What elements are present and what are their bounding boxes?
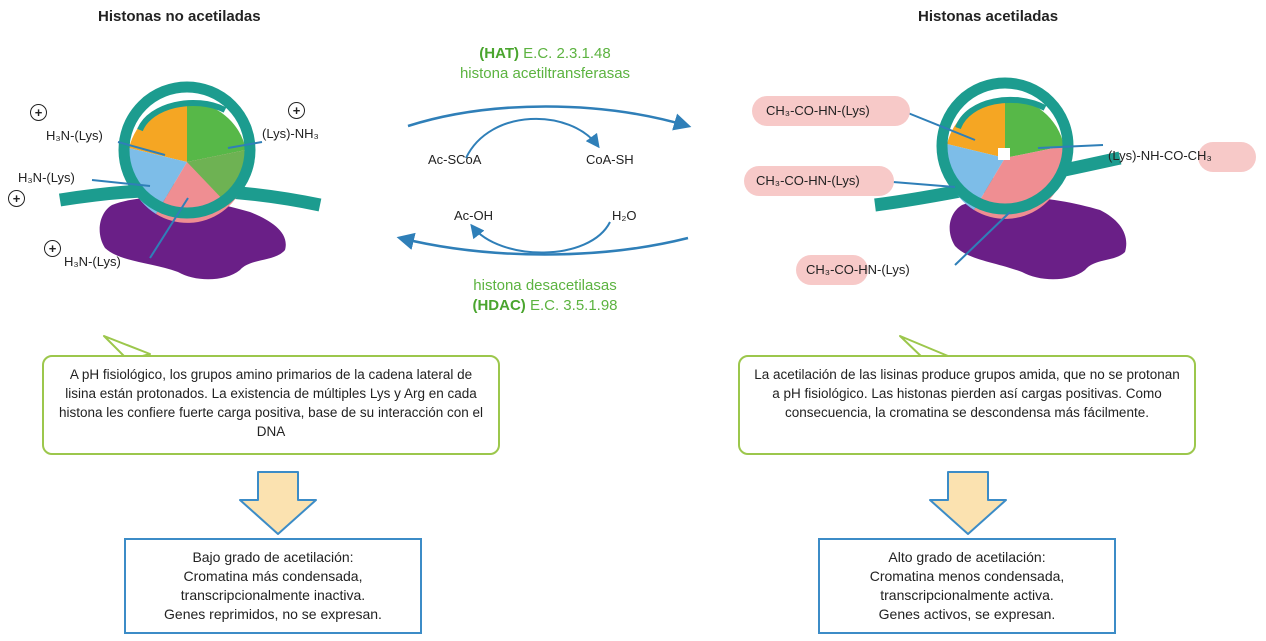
left-dna-blob	[99, 197, 286, 280]
acetyl-lys-label: (Lys)-NH-CO-CH₃	[1108, 148, 1212, 163]
reaction-arrows	[396, 105, 692, 256]
leader-line	[149, 197, 189, 259]
left-dna-loop-inner	[137, 100, 227, 132]
reverse-arrow	[396, 232, 689, 256]
water-label: H₂O	[612, 208, 637, 223]
hat-abbr: (HAT)	[479, 45, 519, 62]
acetyl-coa-label: Ac-SCoA	[428, 152, 482, 167]
leader-line	[91, 179, 151, 187]
left-nucleosome	[58, 81, 322, 280]
result-line: Genes activos, se expresan.	[878, 606, 1056, 622]
hdac-abbr: (HDAC)	[472, 297, 526, 314]
acetate-label: Ac-OH	[454, 208, 493, 223]
left-callout: A pH fisiológico, los grupos amino prima…	[42, 355, 500, 455]
reverse-cofactor-arrow	[470, 221, 611, 254]
result-line: Alto grado de acetilación:	[888, 549, 1046, 565]
right-title: Histonas acetiladas	[918, 8, 1059, 25]
result-line: Cromatina más condensada,	[183, 568, 363, 584]
positive-charge-icon: +	[30, 104, 47, 121]
lys-label: H₃N-(Lys)	[64, 254, 121, 269]
lys-label: (Lys)-NH₃	[262, 126, 319, 141]
hat-name: histona acetiltransferasas	[459, 65, 631, 82]
acetyl-pill	[1198, 142, 1256, 172]
left-down-arrow	[239, 471, 317, 535]
acetyl-lys-label: CH₃-CO-HN-(Lys)	[806, 262, 910, 277]
right-callout: La acetilación de las lisinas produce gr…	[738, 355, 1196, 455]
hat-ec: E.C. 2.3.1.48	[523, 45, 611, 62]
right-result-box: Alto grado de acetilación: Cromatina men…	[818, 538, 1116, 634]
result-line: Cromatina menos condensada,	[869, 568, 1065, 584]
acetyl-pill	[796, 255, 868, 285]
right-dna-loop-inner	[955, 96, 1047, 130]
hat-label: (HAT) E.C. 2.3.1.48 histona acetiltransf…	[395, 44, 695, 84]
left-dna-loop	[118, 81, 256, 219]
left-result-box: Bajo grado de acetilación: Cromatina más…	[124, 538, 422, 634]
positive-charge-icon: +	[8, 190, 25, 207]
result-line: Bajo grado de acetilación:	[192, 549, 354, 565]
left-title: Histonas no acetiladas	[98, 8, 261, 25]
leader-line	[227, 141, 263, 149]
leader-line	[892, 181, 956, 188]
hdac-label: histona desacetilasas (HDAC) E.C. 3.5.1.…	[395, 276, 695, 316]
right-nucleosome	[874, 77, 1127, 280]
hdac-ec: E.C. 3.5.1.98	[529, 297, 618, 314]
result-line: transcripcionalmente activa.	[880, 587, 1054, 603]
acetyl-lys-label: CH₃-CO-HN-(Lys)	[756, 173, 860, 188]
positive-charge-icon: +	[44, 240, 61, 257]
leader-line	[954, 211, 1011, 266]
leader-line	[117, 141, 166, 156]
acetyl-lys-label: CH₃-CO-HN-(Lys)	[766, 103, 870, 118]
lys-label: H₃N-(Lys)	[18, 170, 75, 185]
leader-line	[1037, 144, 1104, 149]
coa-label: CoA-SH	[586, 152, 634, 167]
result-line: transcripcionalmente inactiva.	[180, 587, 366, 603]
leader-line	[907, 112, 976, 141]
forward-cofactor-arrow	[465, 118, 600, 159]
acetyl-pill	[744, 166, 894, 196]
result-line: Genes reprimidos, no se expresan.	[164, 606, 382, 622]
forward-arrow	[407, 105, 692, 131]
lys-label: H₃N-(Lys)	[46, 128, 103, 143]
hdac-name: histona desacetilasas	[473, 277, 617, 294]
right-down-arrow	[929, 471, 1007, 535]
acetyl-pill	[752, 96, 910, 126]
positive-charge-icon: +	[288, 102, 305, 119]
